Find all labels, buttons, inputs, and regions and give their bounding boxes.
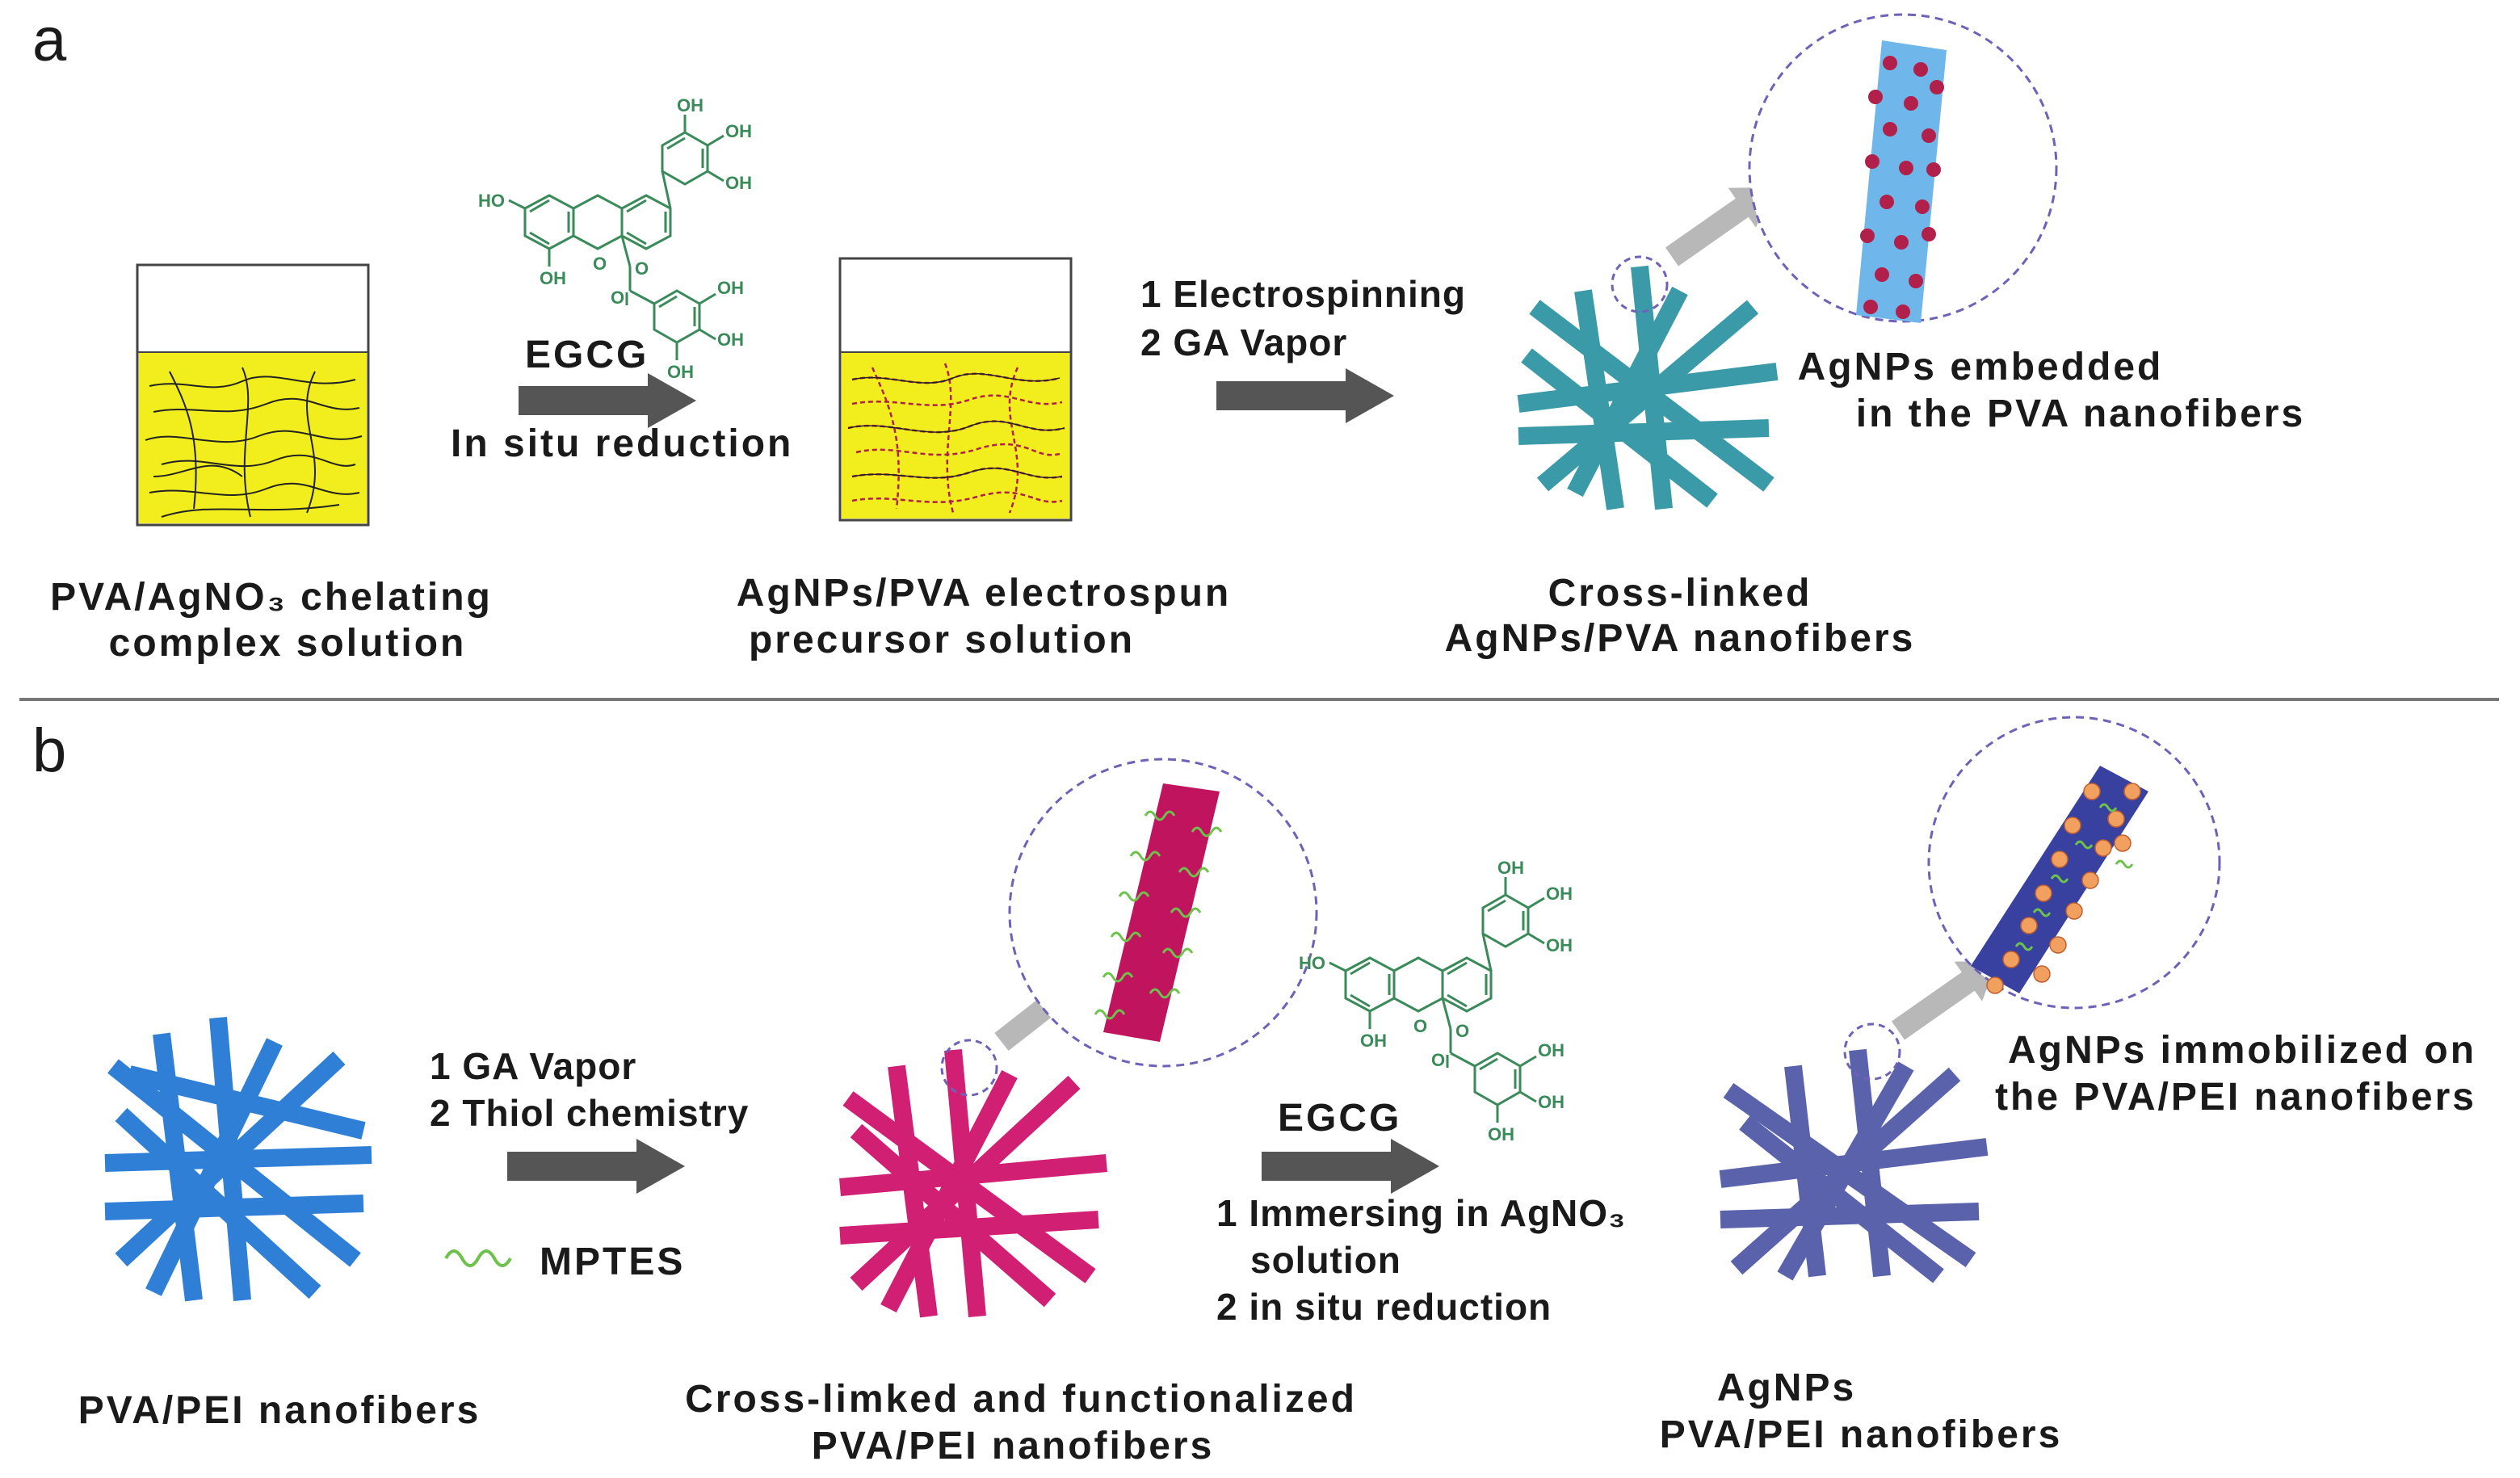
arrow2-step2: 2 GA Vapor	[1140, 321, 1347, 363]
zoom-a-caption-line2: in the PVA nanofibers	[1856, 393, 2305, 435]
zoom-marker-b2	[1843, 1022, 1901, 1081]
beaker-pva-agno3	[136, 263, 370, 527]
arrow-thiol-chemistry	[507, 1139, 685, 1194]
arrow2-step1: 1 Electrospinning	[1140, 273, 1466, 315]
fiber-a-caption-line2: AgNPs/PVA nanofibers	[1445, 617, 1916, 660]
mptes-legend-icon	[444, 1249, 512, 1267]
beaker1-caption-line1: PVA/AgNO₃ chelating	[50, 576, 493, 619]
arrow-electrospinning	[1216, 368, 1394, 423]
zoom-marker-a	[1611, 255, 1669, 313]
b-arrow1-step1: 1 GA Vapor	[430, 1045, 636, 1087]
fiber-b1-caption: PVA/PEI nanofibers	[78, 1389, 481, 1432]
beaker2-caption-line2: precursor solution	[749, 619, 1135, 661]
fiber-b3-caption-line2: PVA/PEI nanofibers	[1660, 1413, 2063, 1456]
zoom-b-caption-line2: the PVA/PEI nanofibers	[1995, 1076, 2476, 1119]
panel-b-letter: b	[32, 716, 66, 785]
mptes-label: MPTES	[540, 1241, 685, 1283]
arrow-immersing-reduction	[1262, 1139, 1439, 1194]
fiber-mat-indigo	[1719, 1048, 1989, 1283]
zoom-circle-agnps-immobilized	[1927, 716, 2221, 1010]
fiber-b2-caption-line1: Cross-limked and functionalized	[685, 1378, 1357, 1421]
zoom-circle-agnps-embedded	[1748, 13, 2058, 323]
fiber-b2-caption-line2: PVA/PEI nanofibers	[812, 1425, 1215, 1468]
fiber-a-caption-line1: Cross-linked	[1548, 572, 1812, 615]
zoom-circle-functionalized	[1008, 758, 1318, 1068]
arrow1-top-label: EGCG	[525, 334, 649, 376]
zoom-marker-b1	[940, 1039, 998, 1097]
beaker1-caption-line2: complex solution	[109, 622, 467, 665]
panel-a-letter: a	[32, 6, 67, 74]
b-arrow2-step1-cont: solution	[1250, 1239, 1401, 1281]
beaker-agnps-pva	[838, 257, 1073, 522]
b-arrow2-step1: 1 Immersing in AgNO₃	[1216, 1192, 1626, 1234]
b-arrow2-step2: 2 in situ reduction	[1216, 1286, 1552, 1328]
b-arrow1-step2: 2 Thiol chemistry	[430, 1092, 749, 1134]
beaker2-caption-line1: AgNPs/PVA electrospun	[737, 572, 1231, 615]
fiber-b3-caption-line1: AgNPs	[1717, 1367, 1856, 1409]
fiber-mat-magenta	[839, 1049, 1107, 1318]
zoom-b-caption-line1: AgNPs immobilized on	[2008, 1029, 2476, 1072]
zoom-a-caption-line1: AgNPs embedded	[1798, 346, 2164, 388]
arrow1-bottom-label: In situ reduction	[451, 422, 793, 465]
b-arrow2-top-label: EGCG	[1278, 1097, 1401, 1140]
fiber-mat-blue	[104, 1017, 372, 1302]
fiber-mat-teal	[1517, 265, 1779, 510]
